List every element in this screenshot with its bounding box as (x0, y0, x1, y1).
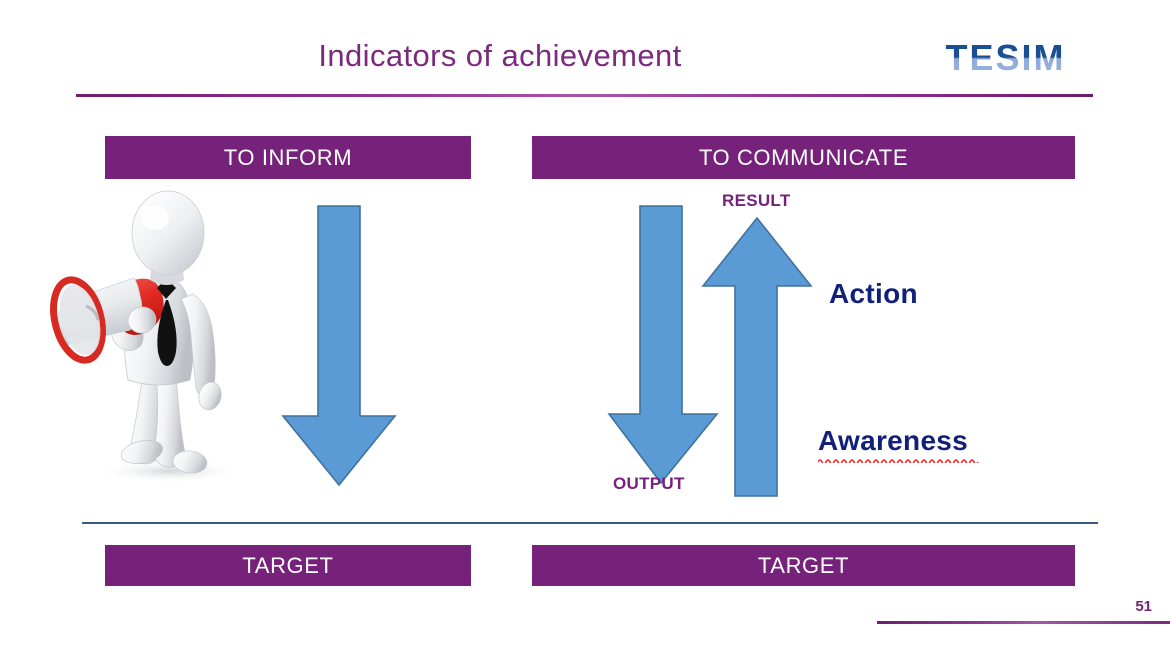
footer-divider (877, 621, 1170, 624)
mascot-right-foot (172, 450, 208, 474)
tesim-logo: TESIM (928, 38, 1083, 78)
banner-to-communicate: TO COMMUNICATE (532, 136, 1075, 179)
arrow-down-output (607, 205, 719, 485)
label-result: RESULT (722, 191, 791, 210)
mascot-tie (157, 300, 177, 366)
mascot-right-hand (198, 381, 222, 411)
spellcheck-squiggle-icon (818, 459, 979, 463)
banner-target-right: TARGET (532, 545, 1075, 586)
mascot-left-hand (127, 306, 157, 334)
outcome-awareness: Awareness (818, 425, 969, 456)
title-divider (76, 94, 1093, 97)
mascot-right-leg (153, 371, 186, 468)
label-output: OUTPUT (613, 474, 685, 493)
megaphone-rim (50, 276, 106, 364)
arrow-shape (701, 216, 813, 497)
page-number: 51 (1135, 598, 1152, 615)
arrow-shape (281, 205, 397, 487)
megaphone-person-illustration (50, 190, 242, 483)
arrow-up-result (701, 216, 813, 497)
arrow-down-inform (281, 205, 397, 487)
banner-to-inform: TO INFORM (105, 136, 471, 179)
megaphone-inner-detail (85, 304, 100, 321)
arrow-shape (607, 205, 719, 485)
mascot-left-foot (120, 440, 164, 464)
page-title: Indicators of achievement (318, 38, 682, 73)
section-divider (82, 522, 1098, 524)
outcome-action: Action (829, 278, 918, 309)
banner-target-left: TARGET (105, 545, 471, 586)
mascot-head (131, 190, 205, 276)
megaphone-mouth (59, 284, 101, 356)
mascot-head-highlight (141, 206, 169, 230)
